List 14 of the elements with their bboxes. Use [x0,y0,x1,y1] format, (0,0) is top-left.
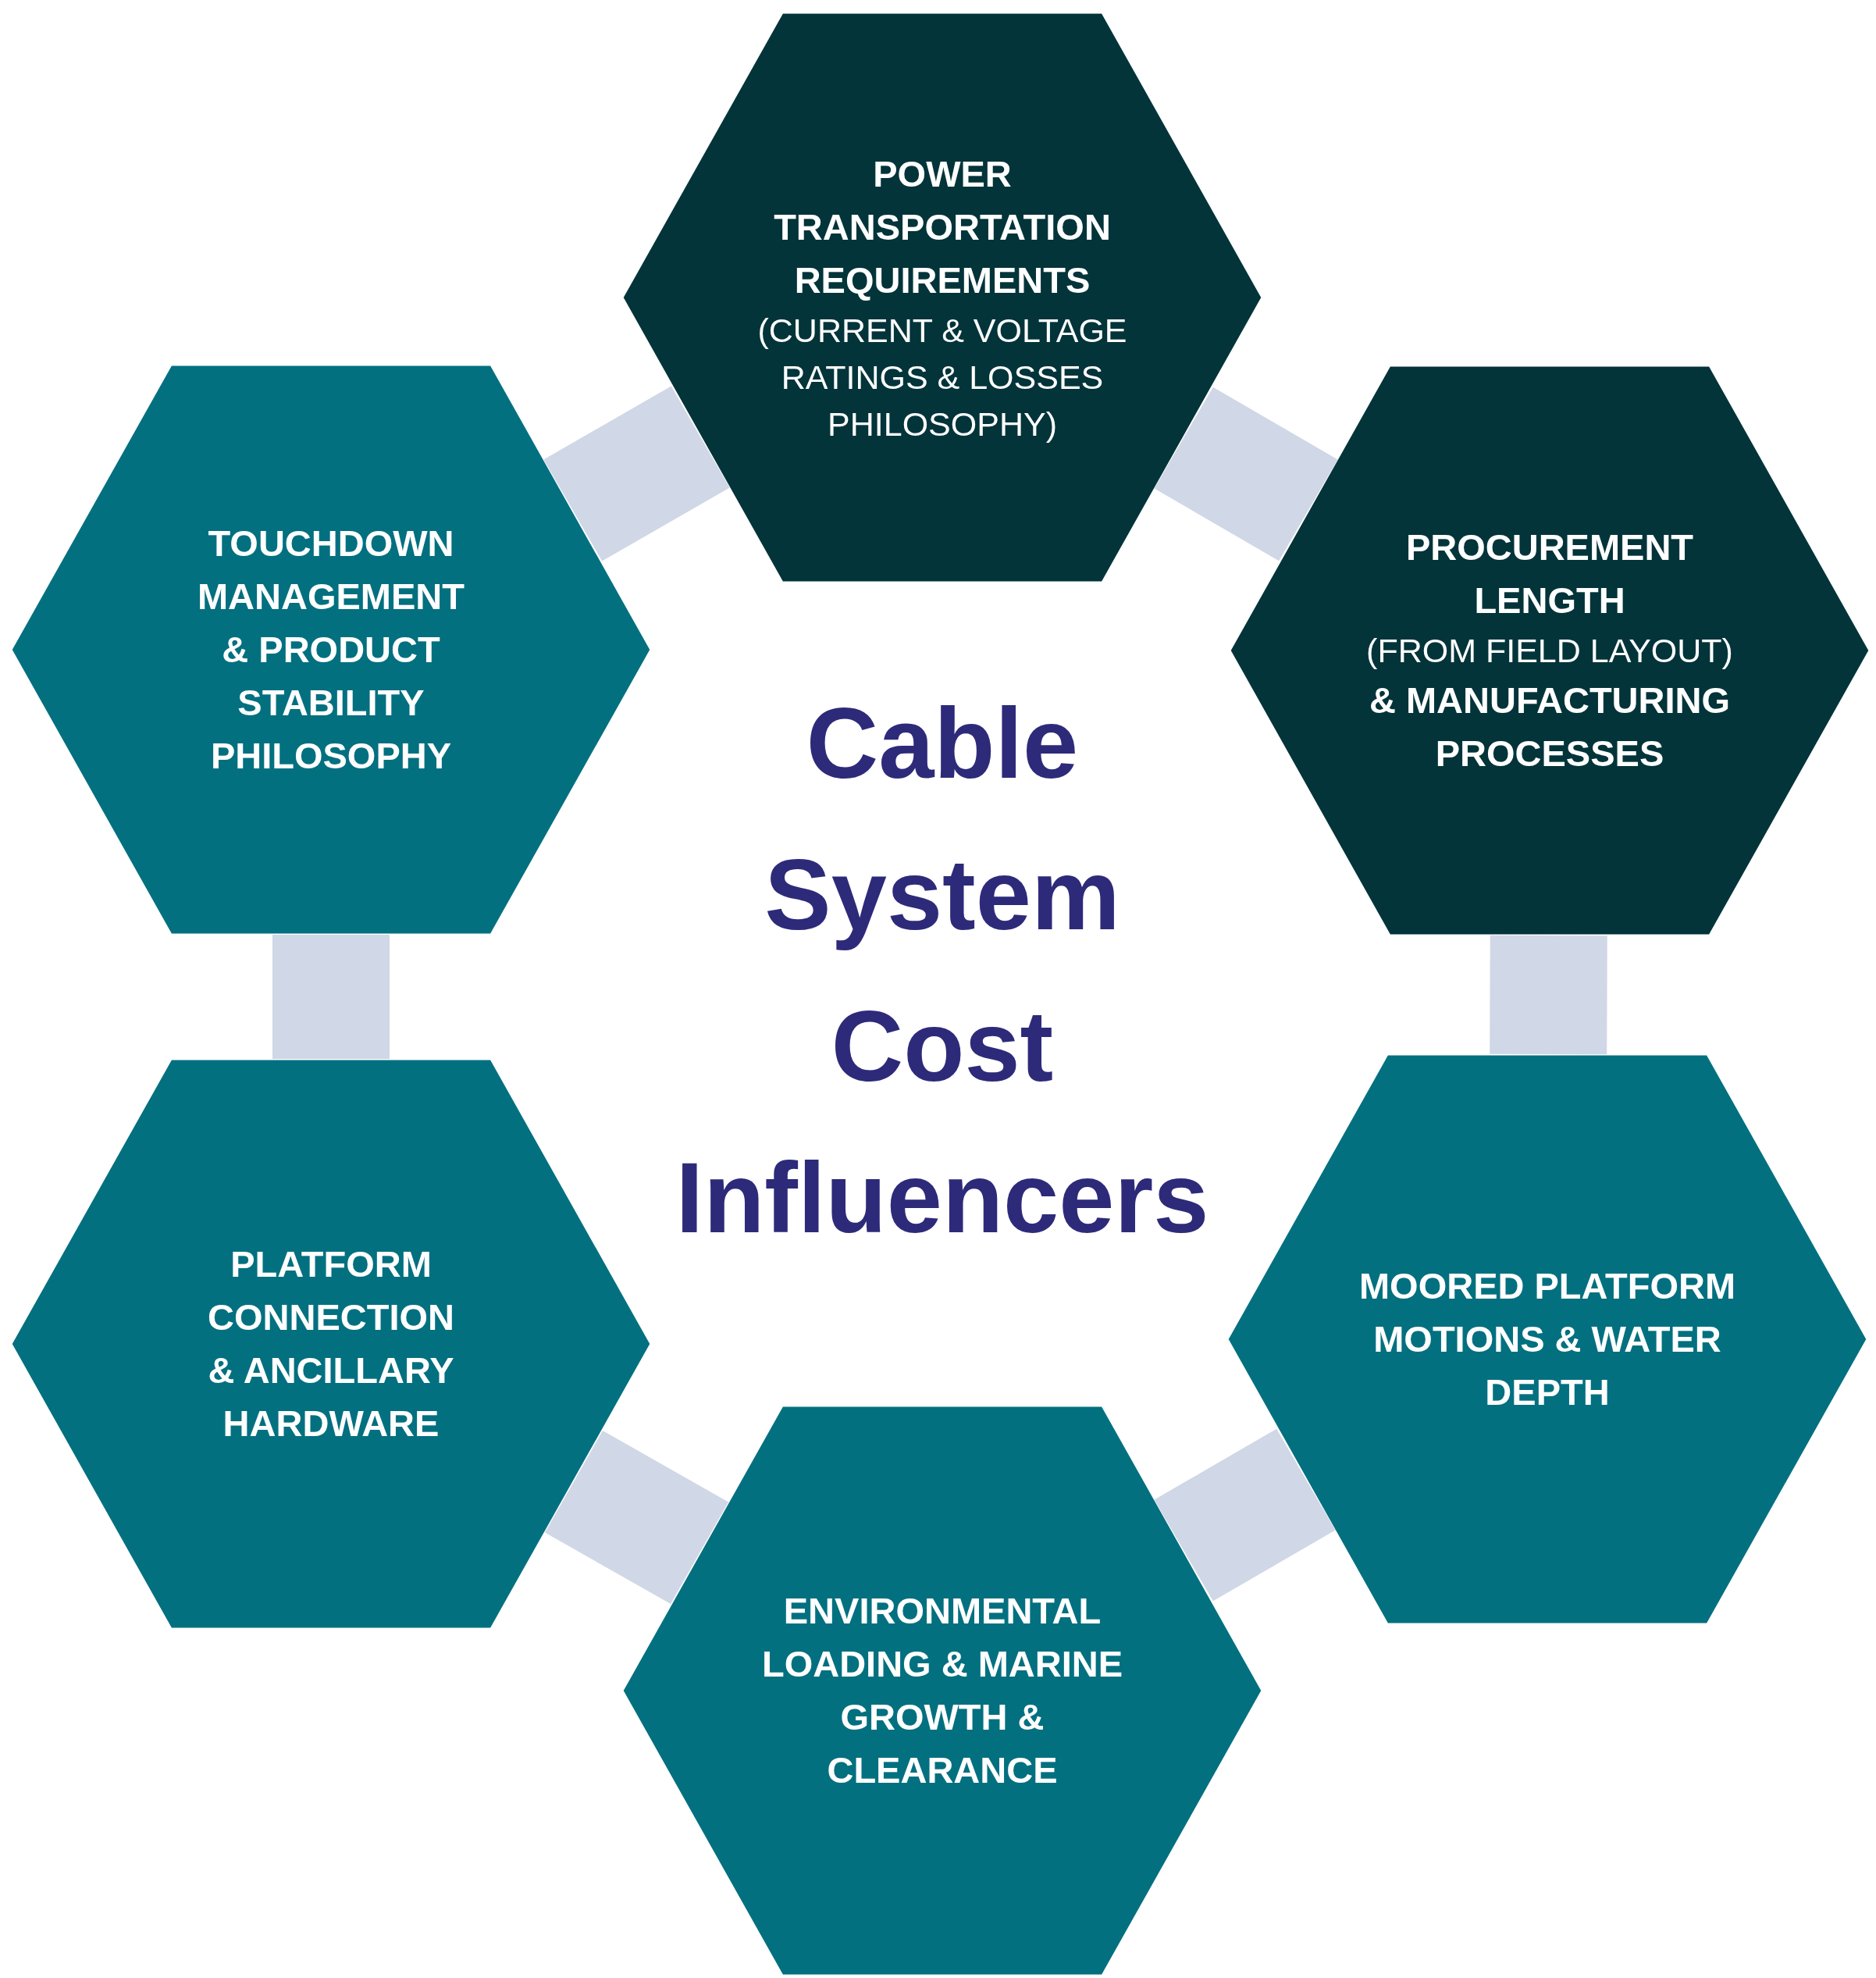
diagram-title: Cable System Cost Influencers [675,686,1210,1255]
hexagon-label: MOORED PLATFORM MOTIONS & WATER DEPTH [1358,1263,1737,1415]
hexagon-label: PLATFORM CONNECTION & ANCILLARY HARDWARE [207,1242,455,1446]
connector-band [1154,1428,1336,1602]
connector-band [543,386,730,561]
hexagon-label: & MANUFACTURING PROCESSES [1368,679,1732,776]
hexagon-label: (CURRENT & VOLTAGE RATINGS & LOSSES PHILOSOPHY) [756,310,1128,445]
connector-band [1154,387,1338,561]
hexagon-label: (FROM FIELD LAYOUT) [1366,630,1733,671]
hexagon-label: TOUCHDOWN MANAGEMENT & PRODUCT STABILITY PHILOSOPHY [196,521,465,779]
hexagon-label: PROCUREMENT LENGTH [1404,525,1695,622]
hexagon-label: ENVIRONMENTAL LOADING & MARINE GROWTH & CLEARANCE [760,1588,1124,1793]
connector-band [272,935,390,1059]
hexagon-label: POWER TRANSPORTATION REQUIREMENTS [773,151,1112,302]
